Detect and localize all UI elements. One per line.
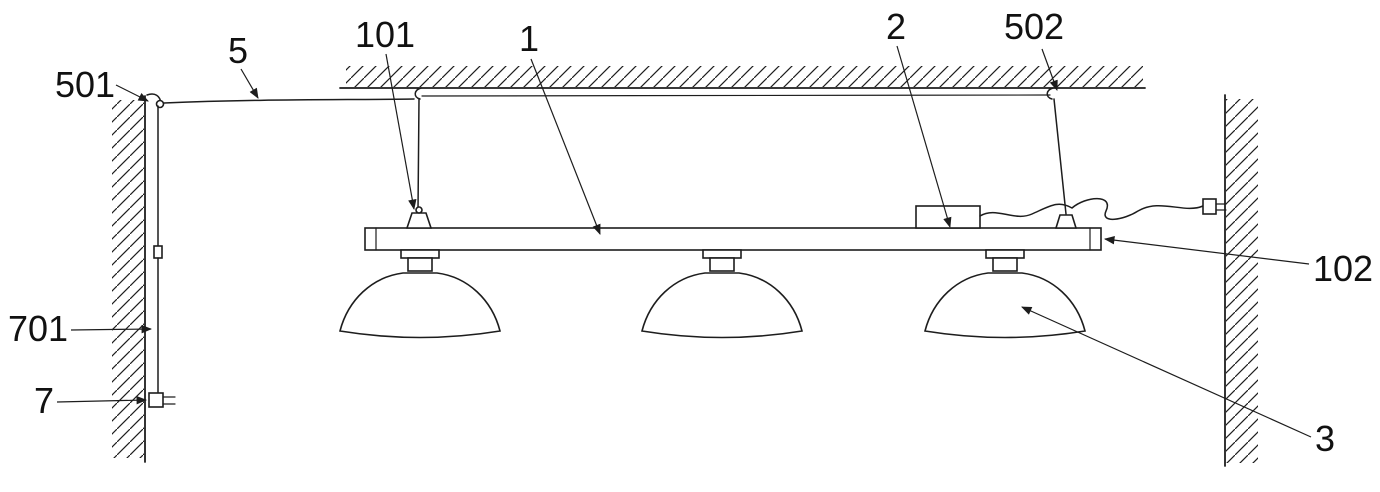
power-cord-group (979, 197, 1227, 220)
lamp1-neck (407, 257, 433, 272)
lamp-unit-1 (339, 249, 501, 339)
lamp-unit-3 (924, 249, 1086, 339)
junction-box-2 (915, 205, 981, 229)
ceiling-hook-502 (1046, 87, 1054, 100)
junction-box-group (915, 205, 981, 229)
label-7: 7 (34, 380, 54, 421)
left-wall-hatch (112, 100, 144, 458)
left-wall (112, 95, 146, 463)
drop-wire-right (1053, 98, 1067, 215)
label-2: 2 (886, 6, 906, 47)
label-5: 5 (228, 30, 248, 71)
hanger-bracket-right (1054, 214, 1078, 229)
hanger-bracket-101 (405, 212, 433, 229)
suspension-system (146, 87, 1067, 215)
label-3: 3 (1315, 418, 1335, 459)
label-502: 502 (1004, 6, 1064, 47)
right-wall (1224, 94, 1258, 467)
ceiling-hatch (346, 66, 1143, 87)
label-701: 701 (8, 308, 68, 349)
lamp2-neck (709, 257, 735, 272)
suspension-wire-span (421, 94, 1051, 97)
suspension-wire-5 (163, 98, 415, 104)
label-1: 1 (519, 18, 539, 59)
label-501: 501 (55, 64, 115, 105)
lamp2-flange (702, 249, 742, 259)
lamps (339, 249, 1086, 339)
leader-701 (70, 324, 153, 334)
wall-cord-group (148, 105, 176, 408)
label-102: 102 (1313, 248, 1373, 289)
drop-wire-left (417, 98, 420, 212)
leader-7 (56, 396, 148, 405)
reference-labels: 501 5 101 1 2 502 102 701 7 3 (8, 6, 1373, 459)
leader-1 (530, 58, 601, 235)
lamp2-shade (641, 272, 803, 339)
lamp1-flange (400, 249, 440, 259)
power-cord (979, 197, 1204, 220)
hanger-eyelet-101 (415, 206, 423, 214)
leader-2 (896, 45, 952, 229)
lamp3-neck (992, 257, 1018, 272)
leader-102 (1103, 235, 1310, 265)
lamp1-shade (339, 272, 501, 339)
ceiling-hook-left (414, 87, 422, 100)
label-101: 101 (355, 14, 415, 55)
rail-assembly (364, 206, 1102, 251)
right-wall-hatch (1226, 99, 1258, 463)
plug-7-body (148, 392, 164, 408)
ceiling (339, 66, 1146, 89)
lamp-unit-2 (641, 249, 803, 339)
leader-101 (385, 53, 417, 211)
cord-connector (153, 245, 163, 259)
wall-plug-body (1202, 198, 1217, 215)
lamp-rail-1 (364, 227, 1102, 251)
leader-lines (56, 45, 1312, 438)
leader-501 (115, 84, 149, 102)
lamp3-flange (985, 249, 1025, 259)
leader-3 (1021, 306, 1312, 438)
lamp3-shade-3 (924, 272, 1086, 339)
leader-502 (1041, 48, 1058, 91)
leader-5 (240, 68, 259, 99)
